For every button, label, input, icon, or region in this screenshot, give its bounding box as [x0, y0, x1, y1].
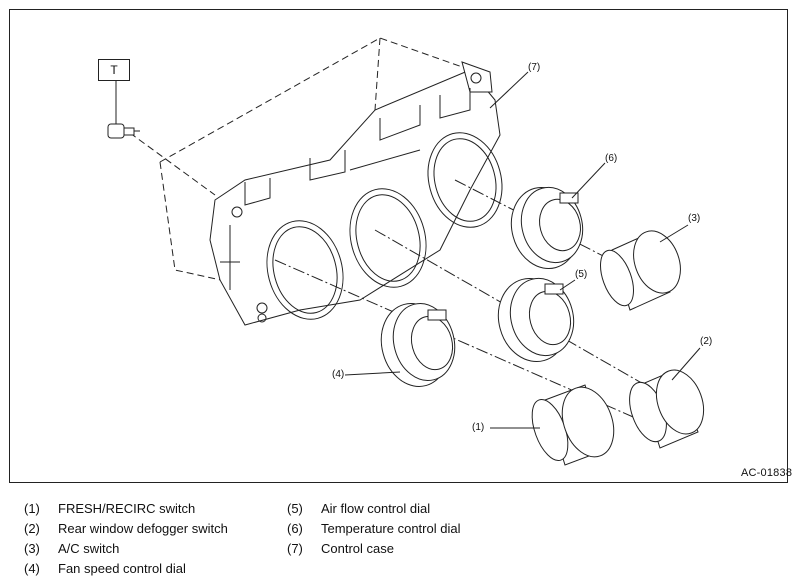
screw-icon	[107, 123, 140, 139]
callout-4: (4)	[332, 369, 345, 380]
legend-text: Rear window defogger switch	[58, 521, 228, 536]
legend-text: A/C switch	[58, 541, 120, 556]
legend-text: Air flow control dial	[321, 501, 431, 516]
control-case	[209, 61, 503, 326]
legend-text: Control case	[321, 541, 394, 556]
air-flow-control-dial	[497, 277, 575, 363]
callout-leaders	[344, 71, 701, 429]
fan-speed-control-dial	[380, 303, 456, 387]
ac-switch	[600, 230, 681, 311]
legend-text: FRESH/RECIRC switch	[58, 501, 196, 516]
legend-number: (4)	[24, 561, 40, 576]
legend-number: (5)	[287, 501, 303, 516]
rear-defogger-switch	[629, 369, 705, 449]
parts-legend: (1) FRESH/RECIRC switch (2) Rear window …	[0, 497, 803, 582]
legend-text: Temperature control dial	[321, 521, 461, 536]
callout-7: (7)	[528, 62, 541, 73]
callout-2: (2)	[700, 336, 713, 347]
legend-text: Fan speed control dial	[58, 561, 186, 576]
tool-label-box: T	[98, 59, 130, 81]
temperature-control-dial	[510, 186, 584, 270]
legend-number: (7)	[287, 541, 303, 556]
dashed-outline	[129, 37, 486, 283]
case-opening-left	[266, 220, 344, 320]
legend-number: (2)	[24, 521, 40, 536]
callout-1: (1)	[472, 422, 485, 433]
callout-6: (6)	[605, 153, 618, 164]
legend-number: (6)	[287, 521, 303, 536]
callout-5: (5)	[575, 269, 588, 280]
legend-number: (1)	[24, 501, 40, 516]
figure-code: AC-01838	[741, 467, 793, 479]
legend-number: (3)	[24, 541, 40, 556]
diagram-frame	[9, 9, 788, 483]
fresh-recirc-switch	[531, 384, 615, 466]
exploded-view-diagram	[107, 37, 705, 466]
case-opening-right	[427, 132, 503, 228]
case-opening-center	[349, 188, 427, 288]
callout-3: (3)	[688, 213, 701, 224]
